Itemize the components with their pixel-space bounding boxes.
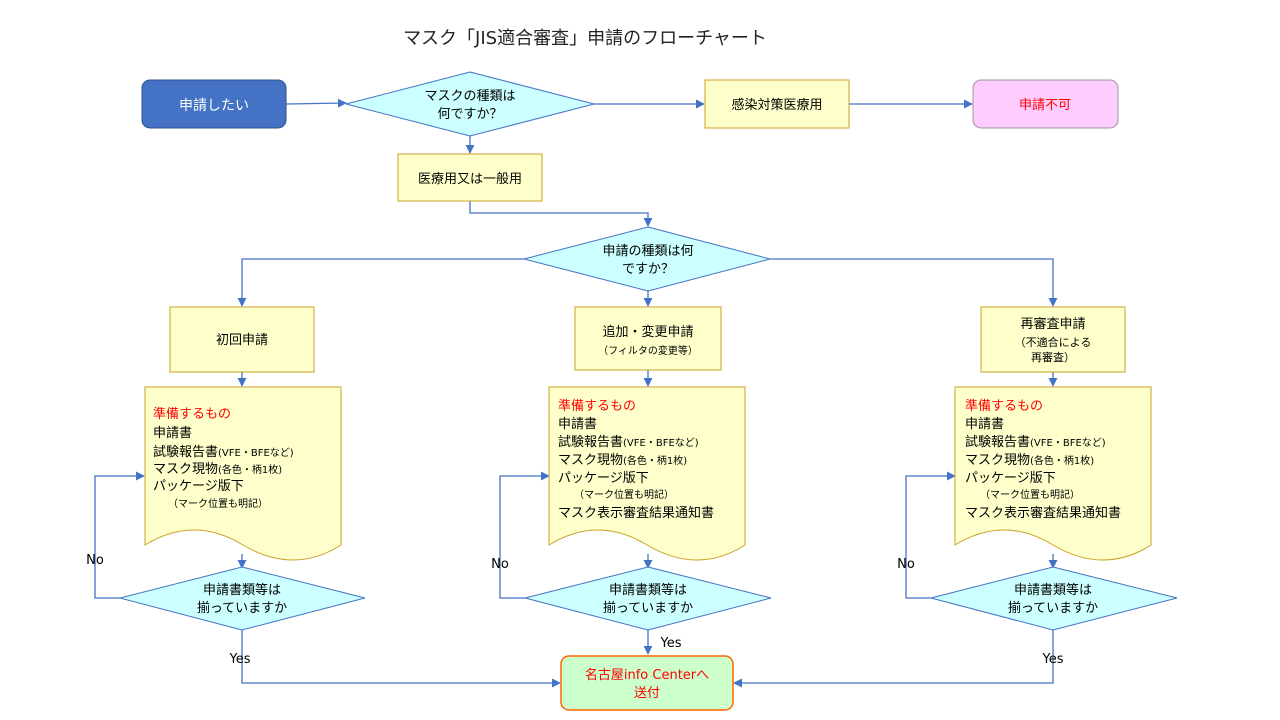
docs-check-decision-left: 申請書類等は 揃っていますか — [119, 566, 366, 631]
arrow-start-to-q-type — [285, 98, 347, 108]
prep-item-package-note: （マーク位置も明記） — [574, 488, 674, 501]
arrow-yes-left-to-send — [241, 630, 561, 688]
docs-check-question-line2: 揃っていますか — [197, 600, 287, 616]
yes-label-left: Yes — [229, 652, 251, 667]
start-node: 申請したい — [141, 79, 287, 129]
docs-check-decision-center: 申請書類等は 揃っていますか — [524, 566, 772, 631]
docs-check-question-line1: 申請書類等は — [203, 582, 281, 598]
change-application-sub: （フィルタの変更等） — [598, 344, 698, 357]
application-type-question-line2: ですか？ — [622, 262, 674, 277]
start-label: 申請したい — [179, 98, 249, 114]
initial-application-label: 初回申請 — [216, 333, 268, 348]
prep-item-notice: マスク表示審査結果通知書 — [965, 505, 1121, 521]
no-label-center: No — [491, 557, 509, 572]
application-type-question-line1: 申請の種類は何 — [602, 243, 693, 259]
general-use-box: 医療用又は一般用 — [397, 153, 543, 202]
general-use-label: 医療用又は一般用 — [418, 171, 522, 187]
send-label-line2: 送付 — [634, 686, 660, 701]
refuse-node: 申請不可 — [972, 79, 1119, 129]
application-type-decision: 申請の種類は何 ですか？ — [523, 226, 772, 292]
no-label-left: No — [86, 553, 104, 568]
refuse-label: 申請不可 — [1019, 98, 1071, 113]
arrow-general-to-q-apply — [469, 201, 653, 227]
mask-type-question-line2: 何ですか？ — [437, 106, 502, 122]
prep-item-mask: マスク現物(各色・柄1枚) — [558, 453, 687, 468]
arrow-no-loop-left — [94, 471, 145, 599]
docs-check-question-line2: 揃っていますか — [603, 600, 693, 616]
change-application-label: 追加・変更申請 — [602, 324, 693, 340]
docs-check-decision-right: 申請書類等は 揃っていますか — [930, 566, 1178, 631]
prep-heading: 準備するもの — [153, 406, 231, 422]
prep-item-report: 試験報告書(VFE・BFEなど) — [558, 434, 699, 450]
arrow-yes-right-to-send — [733, 630, 1054, 688]
prep-item-package: パッケージ版下 — [965, 471, 1056, 486]
prep-item-application: 申請書 — [153, 426, 192, 441]
docs-check-question-line1: 申請書類等は — [1014, 582, 1092, 598]
review-application-sub1: （不適合による — [1015, 335, 1092, 349]
review-application-sub2: 再審査） — [1031, 350, 1075, 364]
send-label-line1: 名古屋info Centerへ — [585, 667, 709, 683]
prep-item-mask: マスク現物(各色・柄1枚) — [153, 462, 282, 477]
prep-item-report: 試験報告書(VFE・BFEなど) — [153, 444, 294, 460]
prep-item-package-note: （マーク位置も明記） — [168, 497, 268, 510]
prep-item-application: 申請書 — [558, 417, 597, 432]
prep-item-package-note: （マーク位置も明記） — [980, 488, 1080, 501]
no-label-right: No — [897, 557, 915, 572]
prep-item-package: パッケージ版下 — [558, 471, 649, 486]
prep-item-report: 試験報告書(VFE・BFEなど) — [965, 434, 1106, 450]
arrow-q-apply-to-initial — [237, 258, 524, 307]
yes-label-right: Yes — [1042, 652, 1064, 667]
docs-check-question-line1: 申請書類等は — [609, 582, 687, 598]
arrow-no-loop-right — [905, 471, 956, 599]
infection-medical-box: 感染対策医療用 — [704, 79, 850, 129]
connector-lines — [94, 98, 1058, 688]
review-application-label: 再審査申請 — [1020, 317, 1085, 332]
prep-doc-review: 準備するもの 申請書 試験報告書(VFE・BFEなど) マスク現物(各色・柄1枚… — [954, 386, 1152, 561]
change-application-box: 追加・変更申請 （フィルタの変更等） — [574, 306, 722, 371]
prep-doc-initial: 準備するもの 申請書 試験報告書(VFE・BFEなど) マスク現物(各色・柄1枚… — [144, 386, 342, 561]
prep-heading: 準備するもの — [965, 398, 1043, 414]
review-application-box: 再審査申請 （不適合による 再審査） — [980, 306, 1126, 373]
mask-type-question-line1: マスクの種類は — [424, 88, 515, 104]
send-node: 名古屋info Centerへ 送付 — [560, 655, 734, 711]
page-title: マスク「JIS適合審査」申請のフローチャート — [403, 28, 767, 49]
mask-type-decision: マスクの種類は 何ですか？ — [345, 71, 595, 137]
prep-item-mask: マスク現物(各色・柄1枚) — [965, 453, 1094, 468]
prep-item-package: パッケージ版下 — [153, 479, 244, 494]
prep-item-application: 申請書 — [965, 417, 1004, 432]
arrow-no-loop-center — [499, 471, 550, 599]
yes-label-center: Yes — [660, 636, 682, 651]
docs-check-question-line2: 揃っていますか — [1008, 600, 1098, 616]
initial-application-box: 初回申請 — [169, 306, 315, 373]
arrow-q-apply-to-review — [770, 258, 1058, 307]
prep-item-notice: マスク表示審査結果通知書 — [558, 505, 714, 521]
prep-doc-change: 準備するもの 申請書 試験報告書(VFE・BFEなど) マスク現物(各色・柄1枚… — [548, 386, 746, 561]
prep-heading: 準備するもの — [558, 398, 636, 414]
infection-medical-label: 感染対策医療用 — [731, 97, 822, 113]
